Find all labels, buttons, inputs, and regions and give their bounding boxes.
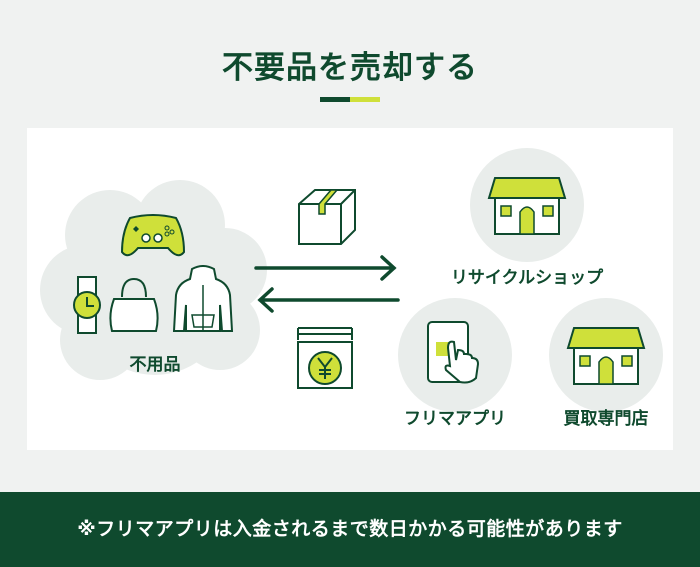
- footer-note: ※フリマアプリは入金されるまで数日かかる可能性があります: [0, 492, 700, 567]
- shop-building-icon: [487, 177, 567, 235]
- buyback-store-label: 買取専門店: [563, 409, 649, 429]
- recycle-shop-label: リサイクルショップ: [450, 268, 604, 288]
- exchange-arrows: [254, 255, 400, 313]
- smartphone-tap-icon: [427, 321, 480, 384]
- hoodie-icon: [172, 265, 234, 332]
- items-label: 不用品: [129, 355, 181, 375]
- arrow-left-icon: [257, 287, 400, 313]
- watch-icon: [73, 276, 101, 334]
- game-controller-icon: [120, 214, 186, 257]
- arrow-right-icon: [254, 255, 397, 281]
- title-underline-dark: [320, 97, 350, 102]
- package-box-icon: [298, 189, 356, 245]
- flea-app-label: フリマアプリ: [404, 409, 506, 429]
- page-title: 不要品を売却する: [222, 50, 478, 86]
- yen-cash-icon: [297, 327, 353, 389]
- title-underline-accent: [350, 97, 380, 102]
- handbag-icon: [109, 277, 159, 332]
- store-building-icon: [566, 327, 646, 385]
